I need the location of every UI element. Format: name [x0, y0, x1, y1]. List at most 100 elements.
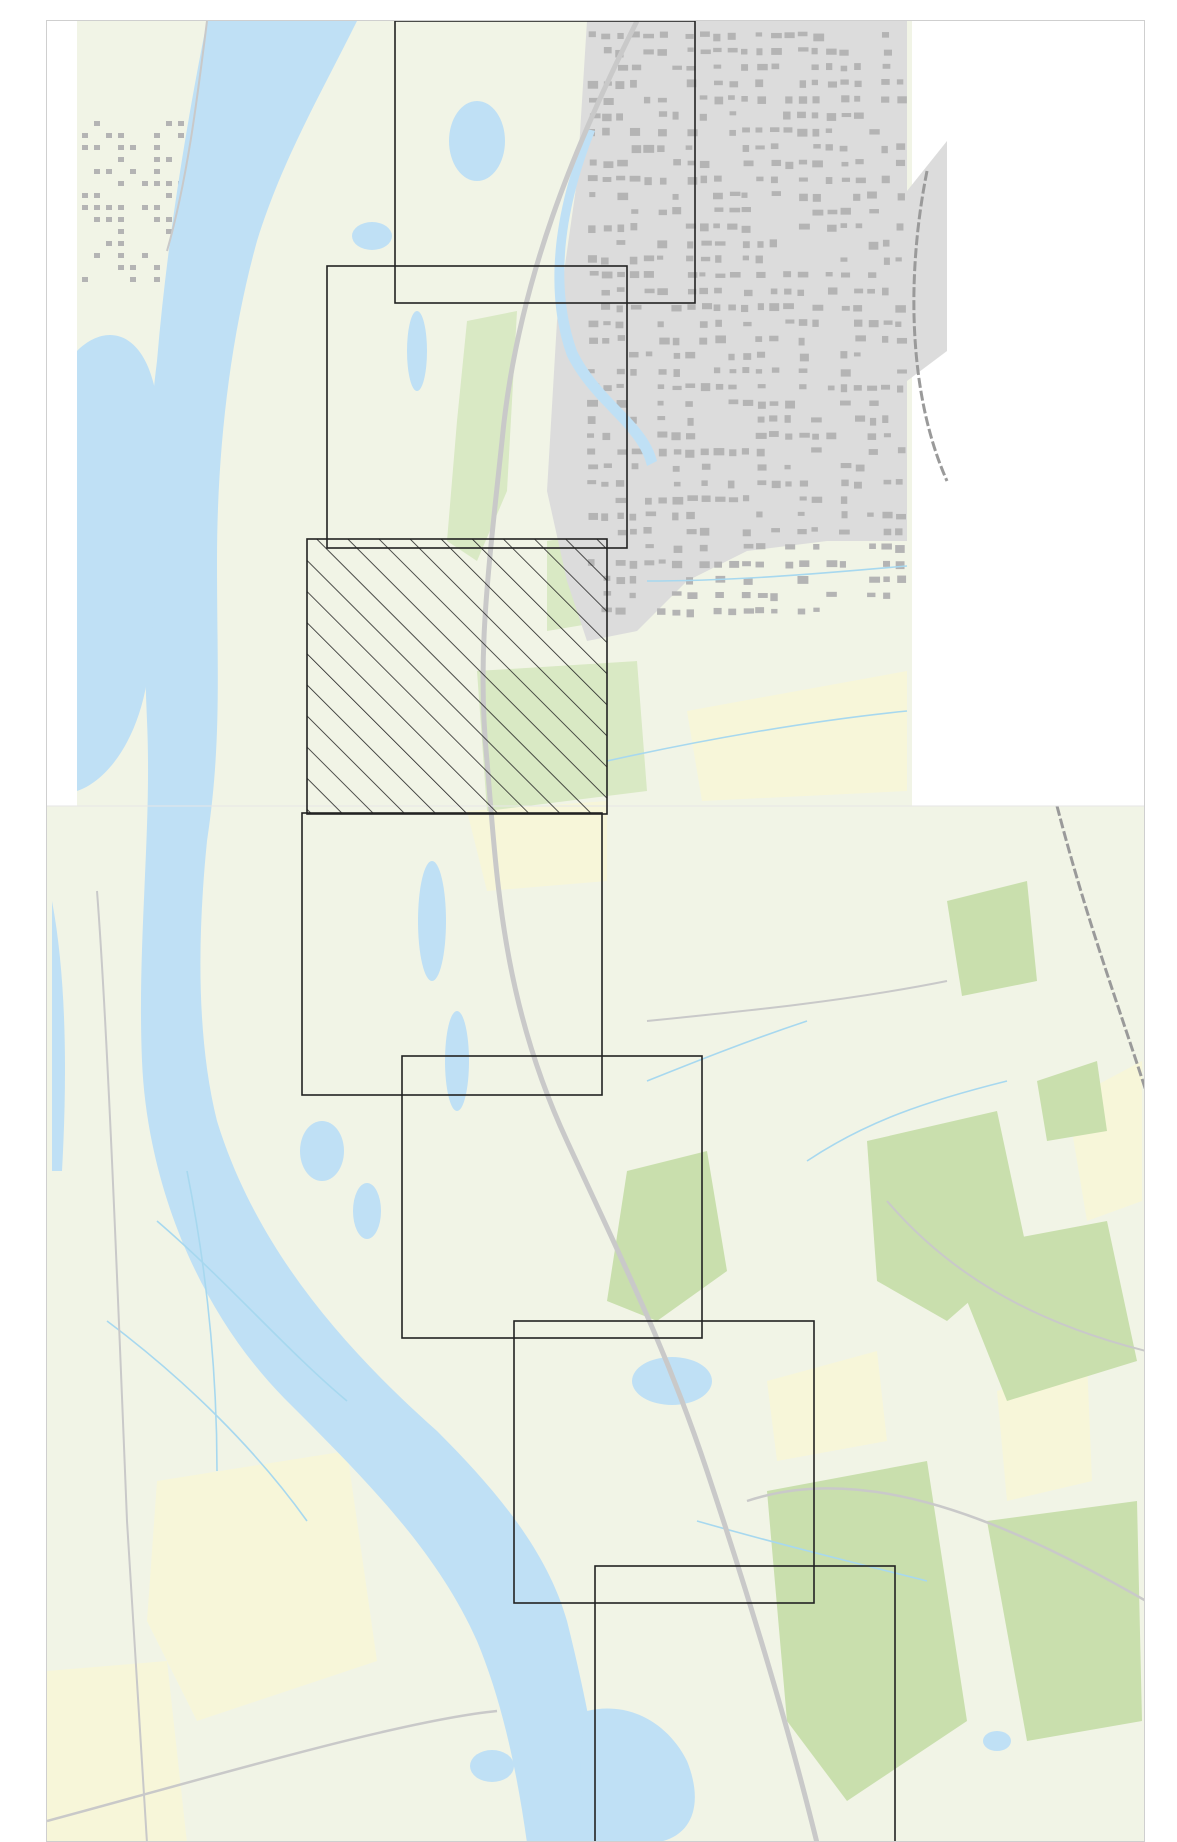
building	[166, 217, 172, 222]
coverage-tile[interactable]	[594, 1565, 896, 1842]
building	[715, 591, 724, 598]
building	[154, 157, 160, 162]
building	[797, 128, 808, 137]
ditch	[646, 1020, 808, 1082]
building	[154, 277, 160, 282]
building	[601, 271, 613, 279]
building	[771, 48, 782, 55]
building	[118, 205, 124, 210]
building	[757, 593, 768, 598]
building	[616, 113, 624, 121]
building	[589, 159, 597, 166]
coverage-tile[interactable]	[513, 1320, 815, 1604]
map-canvas[interactable]	[47, 21, 1145, 1842]
building	[783, 303, 794, 310]
building	[686, 255, 694, 262]
building	[797, 576, 809, 584]
building	[742, 255, 749, 261]
building	[728, 304, 736, 311]
building	[82, 193, 88, 198]
building	[840, 384, 848, 393]
building	[729, 129, 736, 136]
building	[755, 255, 763, 264]
building	[699, 113, 707, 121]
building	[728, 608, 737, 616]
building	[827, 209, 838, 215]
building	[741, 64, 749, 71]
building	[673, 159, 681, 166]
building	[755, 432, 767, 439]
building	[869, 208, 879, 214]
building	[82, 205, 88, 210]
building	[756, 543, 766, 550]
building	[757, 464, 767, 471]
building	[617, 335, 626, 341]
building	[94, 253, 100, 258]
building	[118, 217, 124, 222]
building	[82, 145, 88, 150]
building	[603, 97, 614, 105]
building	[741, 225, 751, 233]
building	[94, 205, 100, 210]
building	[687, 47, 694, 52]
building	[841, 511, 848, 519]
coverage-tile-highlighted[interactable]	[306, 538, 608, 815]
building	[757, 416, 765, 423]
building	[826, 432, 837, 440]
building	[756, 271, 766, 278]
coverage-tile[interactable]	[394, 21, 696, 304]
building	[658, 111, 668, 117]
building	[729, 449, 737, 457]
building	[630, 416, 637, 424]
building	[154, 181, 160, 186]
building	[729, 560, 740, 568]
building	[869, 576, 881, 583]
building	[728, 353, 735, 361]
building	[645, 544, 654, 549]
building	[839, 49, 849, 56]
coverage-tile[interactable]	[301, 812, 603, 1096]
building	[784, 32, 795, 39]
building	[757, 303, 764, 311]
building	[742, 399, 754, 406]
building	[118, 253, 124, 258]
map-frame[interactable]	[46, 20, 1145, 1842]
building	[897, 96, 907, 104]
building	[630, 528, 637, 535]
building	[617, 64, 629, 71]
building	[166, 121, 172, 126]
building	[841, 479, 849, 487]
building	[631, 463, 639, 470]
building	[853, 305, 863, 312]
building	[673, 545, 683, 553]
building	[166, 229, 172, 234]
coverage-tile[interactable]	[401, 1055, 703, 1339]
building	[743, 160, 754, 167]
building	[685, 401, 693, 407]
building	[588, 320, 599, 328]
building	[854, 481, 862, 489]
building	[825, 271, 833, 277]
building	[868, 241, 879, 250]
lake	[445, 1011, 469, 1111]
building	[895, 321, 902, 327]
building	[813, 607, 820, 612]
building	[742, 367, 750, 374]
building	[771, 367, 780, 373]
building	[785, 433, 793, 440]
building	[841, 305, 850, 311]
building	[615, 497, 626, 504]
building	[130, 265, 136, 270]
building	[657, 431, 668, 438]
building	[841, 177, 851, 182]
building	[825, 63, 833, 71]
building	[629, 127, 641, 136]
building	[589, 337, 599, 344]
building	[166, 157, 172, 162]
building	[699, 272, 706, 277]
building	[154, 217, 160, 222]
building	[106, 217, 112, 222]
building	[118, 241, 124, 246]
building	[853, 112, 864, 119]
building	[797, 289, 805, 296]
